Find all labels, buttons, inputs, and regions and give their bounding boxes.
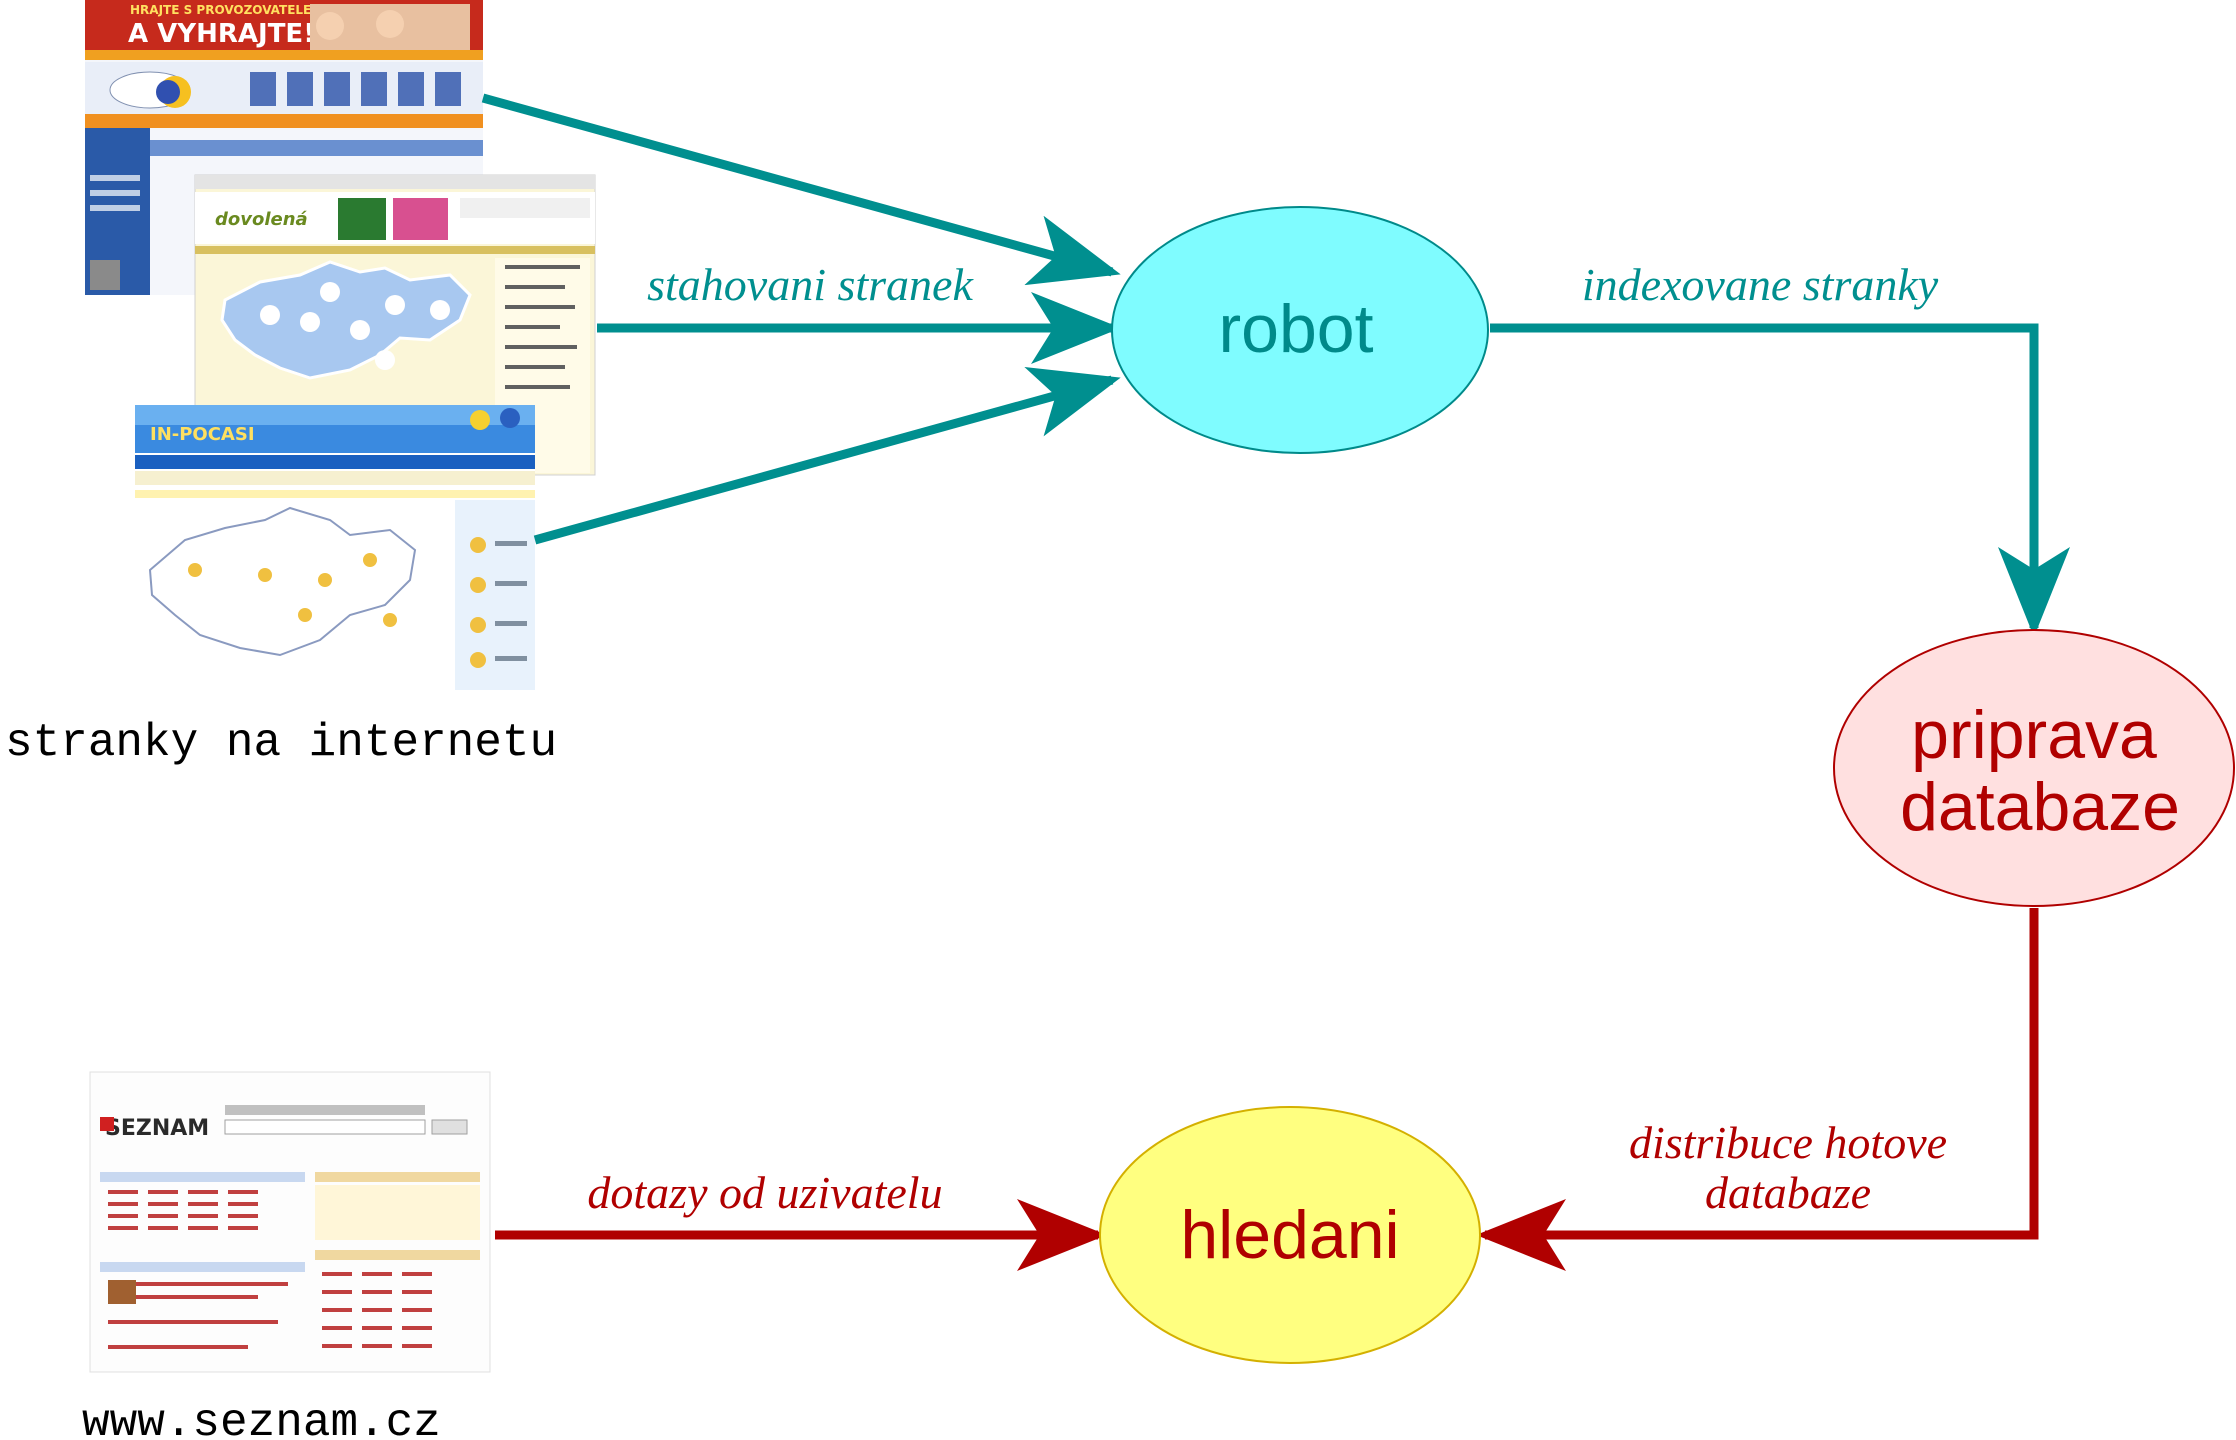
banner-top-text: HRAJTE S PROVOZOVATELEM bbox=[130, 3, 323, 17]
hledani-ellipse bbox=[1099, 1106, 1481, 1364]
webpage-thumbnail-1: HRAJTE S PROVOZOVATELEM A VYHRAJTE! bbox=[85, 0, 483, 295]
edge-label-distribuce-line1: distribuce hotove bbox=[1629, 1117, 1947, 1168]
webpage-thumbnail-3: IN-POCASI bbox=[135, 405, 535, 690]
edge-label-dotazy: dotazy od uzivatelu bbox=[587, 1167, 942, 1218]
edge-label-stahovani: stahovani stranek bbox=[647, 259, 974, 310]
caption-seznam: www.seznam.cz bbox=[82, 1397, 441, 1440]
caption-internet: stranky na internetu bbox=[5, 717, 557, 769]
priprava-label-line1: priprava bbox=[1911, 697, 2157, 773]
banner-text: A VYHRAJTE! bbox=[128, 19, 315, 49]
robot-ellipse bbox=[1111, 206, 1489, 454]
priprava-label-line2: databaze bbox=[1900, 769, 2180, 845]
arrow-priprava-to-hledani bbox=[1476, 908, 2039, 1271]
edge-label-indexovane: indexovane stranky bbox=[1582, 259, 1939, 310]
hledani-label: hledani bbox=[1180, 1197, 1399, 1273]
seznam-thumbnail: SEZNAM bbox=[89, 1071, 491, 1373]
robot-label: robot bbox=[1219, 291, 1374, 367]
arrow-page1-to-robot bbox=[481, 93, 1121, 286]
svg-text:dovolená: dovolená bbox=[215, 209, 308, 230]
node-priprava: priprava databaze bbox=[1833, 629, 2235, 907]
brand-seznam: SEZNAM bbox=[105, 1116, 209, 1141]
priprava-ellipse bbox=[1833, 629, 2235, 907]
arrow-robot-to-priprava bbox=[1490, 323, 2070, 637]
node-robot: robot bbox=[1111, 206, 1489, 454]
arrow-page3-to-robot bbox=[533, 366, 1121, 545]
edge-label-distribuce-line2: databaze bbox=[1705, 1167, 1871, 1218]
node-hledani: hledani bbox=[1099, 1106, 1481, 1364]
brand-pocasi: IN-POCASI bbox=[150, 424, 255, 445]
